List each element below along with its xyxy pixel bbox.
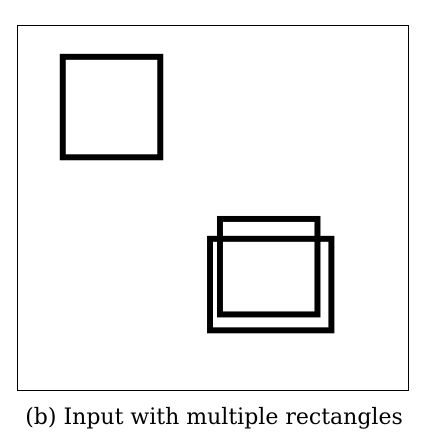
rectangle-back-overlap [216,215,321,318]
figure-panel [17,25,409,391]
rectangles-canvas [59,53,335,334]
rectangle-front-overlap [207,235,335,334]
rectangle-top-left-square [59,53,164,161]
figure-caption: (b) Input with multiple rectangles [25,405,403,430]
